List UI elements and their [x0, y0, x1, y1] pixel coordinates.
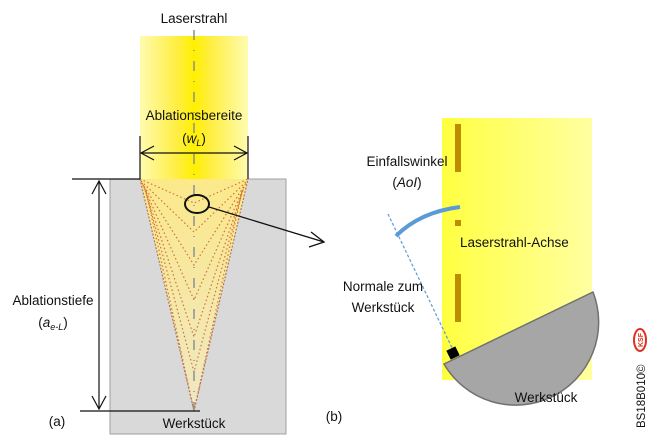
laser-label: Laserstrahl	[161, 11, 228, 26]
normal-line	[387, 213, 455, 353]
right-angle-marker	[446, 346, 460, 360]
workpiece-label-b: Werkstück	[515, 390, 578, 405]
width-label: Ablationsbereite	[146, 108, 243, 123]
detail-circle	[184, 194, 210, 214]
workpiece-disc	[442, 290, 600, 406]
normal-label-line2: Werkstück	[352, 300, 415, 315]
depth-symbol: (ae-L)	[38, 315, 68, 332]
width-arrow	[139, 145, 249, 161]
ablation-cone	[140, 179, 248, 411]
detail-arrow	[208, 206, 326, 248]
laser-axis-dashes	[455, 124, 461, 322]
depth-arrow	[91, 179, 107, 411]
depth-label: Ablationstiefe	[12, 293, 93, 308]
copyright-mark: BS18B010© KSF	[633, 328, 648, 428]
panel-a-label: (a)	[49, 414, 66, 429]
axis-label: Laserstrahl-Achse	[460, 235, 569, 250]
incidence-angle-arc	[394, 205, 461, 238]
copyright-code: BS18B010©	[636, 364, 648, 428]
ksf-logo-icon: KSF	[633, 328, 647, 352]
width-symbol: (wL)	[182, 131, 206, 148]
angle-symbol: (AoI)	[392, 175, 421, 190]
panel-b: Einfallswinkel (AoI) Laserstrahl-Achse N…	[326, 118, 600, 424]
panel-b-label: (b)	[326, 409, 343, 424]
panel-a: Laserstrahl Ablationsbereite (wL) Ablati…	[12, 11, 326, 435]
normal-label-line1: Normale zum	[343, 279, 423, 294]
ksf-logo-text: KSF	[638, 332, 645, 347]
workpiece-label-a: Werkstück	[163, 416, 226, 431]
angle-label: Einfallswinkel	[366, 154, 447, 169]
